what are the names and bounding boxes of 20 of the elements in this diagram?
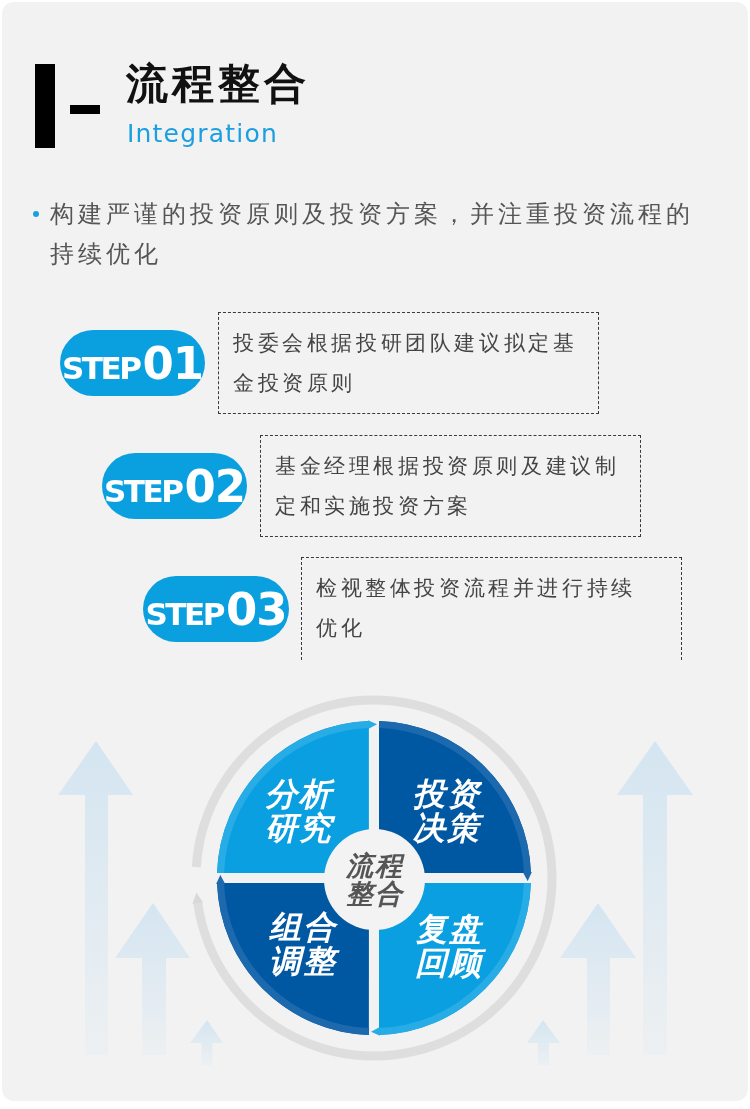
description-box bbox=[301, 557, 682, 660]
description-text: 检视整体投资流程并进行持续优化 bbox=[316, 575, 637, 642]
segment-label: 组合调整 bbox=[268, 910, 338, 978]
description-box bbox=[260, 435, 641, 537]
bullet-text: 构建严谨的投资原则及投资方案，并注重投资流程的持续优化 bbox=[50, 199, 695, 270]
title: 流程整合 bbox=[126, 58, 310, 110]
step-number: 02 bbox=[184, 463, 245, 509]
step-label: STEP bbox=[145, 598, 223, 630]
description-text: 基金经理根据投资原则及建议制定和实施投资方案 bbox=[275, 453, 621, 520]
step-number: 03 bbox=[225, 586, 287, 632]
description-text: 投委会根据投研团队建议拟定基金投资原则 bbox=[233, 330, 579, 397]
subtitle: Integration bbox=[127, 118, 278, 150]
segment-label: 投资决策 bbox=[412, 777, 482, 845]
segment-label: 分析研究 bbox=[264, 777, 334, 845]
center-label: 流程整合 bbox=[344, 851, 406, 908]
step-label: STEP bbox=[62, 352, 140, 384]
segment-label: 复盘回顾 bbox=[414, 912, 484, 980]
step-label: STEP bbox=[104, 475, 182, 507]
step-number: 01 bbox=[142, 340, 203, 386]
description-box bbox=[218, 312, 599, 414]
